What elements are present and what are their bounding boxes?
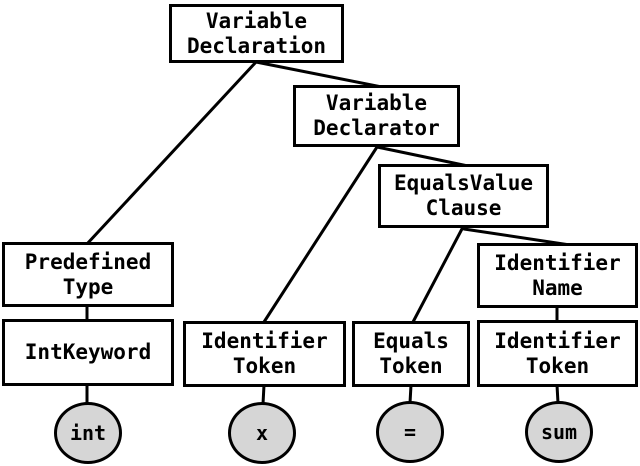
node-identifier-name: Identifier Name [477,243,638,308]
node-equals-value-clause: EqualsValue Clause [378,164,549,228]
leaf-node-int-label: int [69,421,107,445]
edge-identifier-token-sum-leaf-sum [555,383,560,405]
edge-equals-value-clause-identifier-name [462,227,572,247]
node-identifier-token-sum: Identifier Token [477,320,638,387]
edge-identifier-token-x-leaf-x [261,383,266,406]
edge-variable-declarator-identifier-token-x [262,145,379,324]
edge-equals-value-clause-equals-token [411,225,465,324]
leaf-node-int: int [54,402,122,464]
edge-variable-declaration-predefined-type [84,60,258,247]
leaf-node-equals: = [376,401,444,463]
node-variable-declarator: Variable Declarator [293,85,460,147]
node-identifier-token-sum-label: Identifier Token [494,328,621,378]
edge-variable-declarator-equals-value-clause [375,145,470,168]
edge-variable-declaration-variable-declarator [254,60,384,89]
node-identifier-name-label: Identifier Name [494,250,621,300]
node-equals-token-label: Equals Token [373,329,449,378]
leaf-node-x: x [228,402,296,464]
node-variable-declarator-label: Variable Declarator [313,91,440,140]
edge-equals-token-leaf-equals [408,383,413,405]
leaf-node-x-label: x [255,421,269,445]
leaf-node-equals-label: = [403,420,417,444]
node-predefined-type: Predefined Type [2,242,174,307]
node-int-keyword-label: IntKeyword [24,340,152,364]
node-identifier-token-x: Identifier Token [183,321,346,387]
node-equals-value-clause-label: EqualsValue Clause [393,171,534,220]
node-variable-declaration: Variable Declaration [169,4,344,63]
node-int-keyword: IntKeyword [2,319,174,386]
node-identifier-token-x-label: Identifier Token [201,329,328,378]
leaf-node-sum: sum [525,401,593,463]
node-variable-declaration-label: Variable Declaration [186,8,327,58]
leaf-node-sum-label: sum [540,420,578,444]
node-equals-token: Equals Token [352,321,470,387]
node-predefined-type-label: Predefined Type [24,249,152,299]
